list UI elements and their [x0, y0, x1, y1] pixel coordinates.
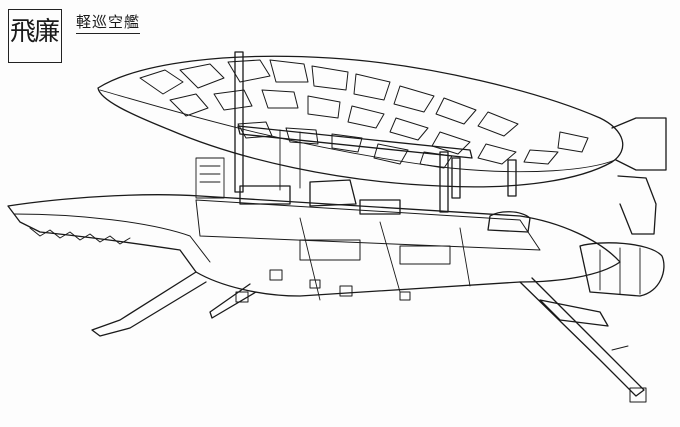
gas-envelope	[97, 55, 667, 235]
ship-name-label: 飛廉	[10, 17, 60, 47]
gondola-hull	[7, 157, 665, 327]
ship-class-label: 軽巡空艦	[76, 11, 141, 34]
name-label-frame	[8, 9, 62, 63]
support-struts	[234, 51, 517, 213]
landing-legs	[91, 271, 647, 403]
